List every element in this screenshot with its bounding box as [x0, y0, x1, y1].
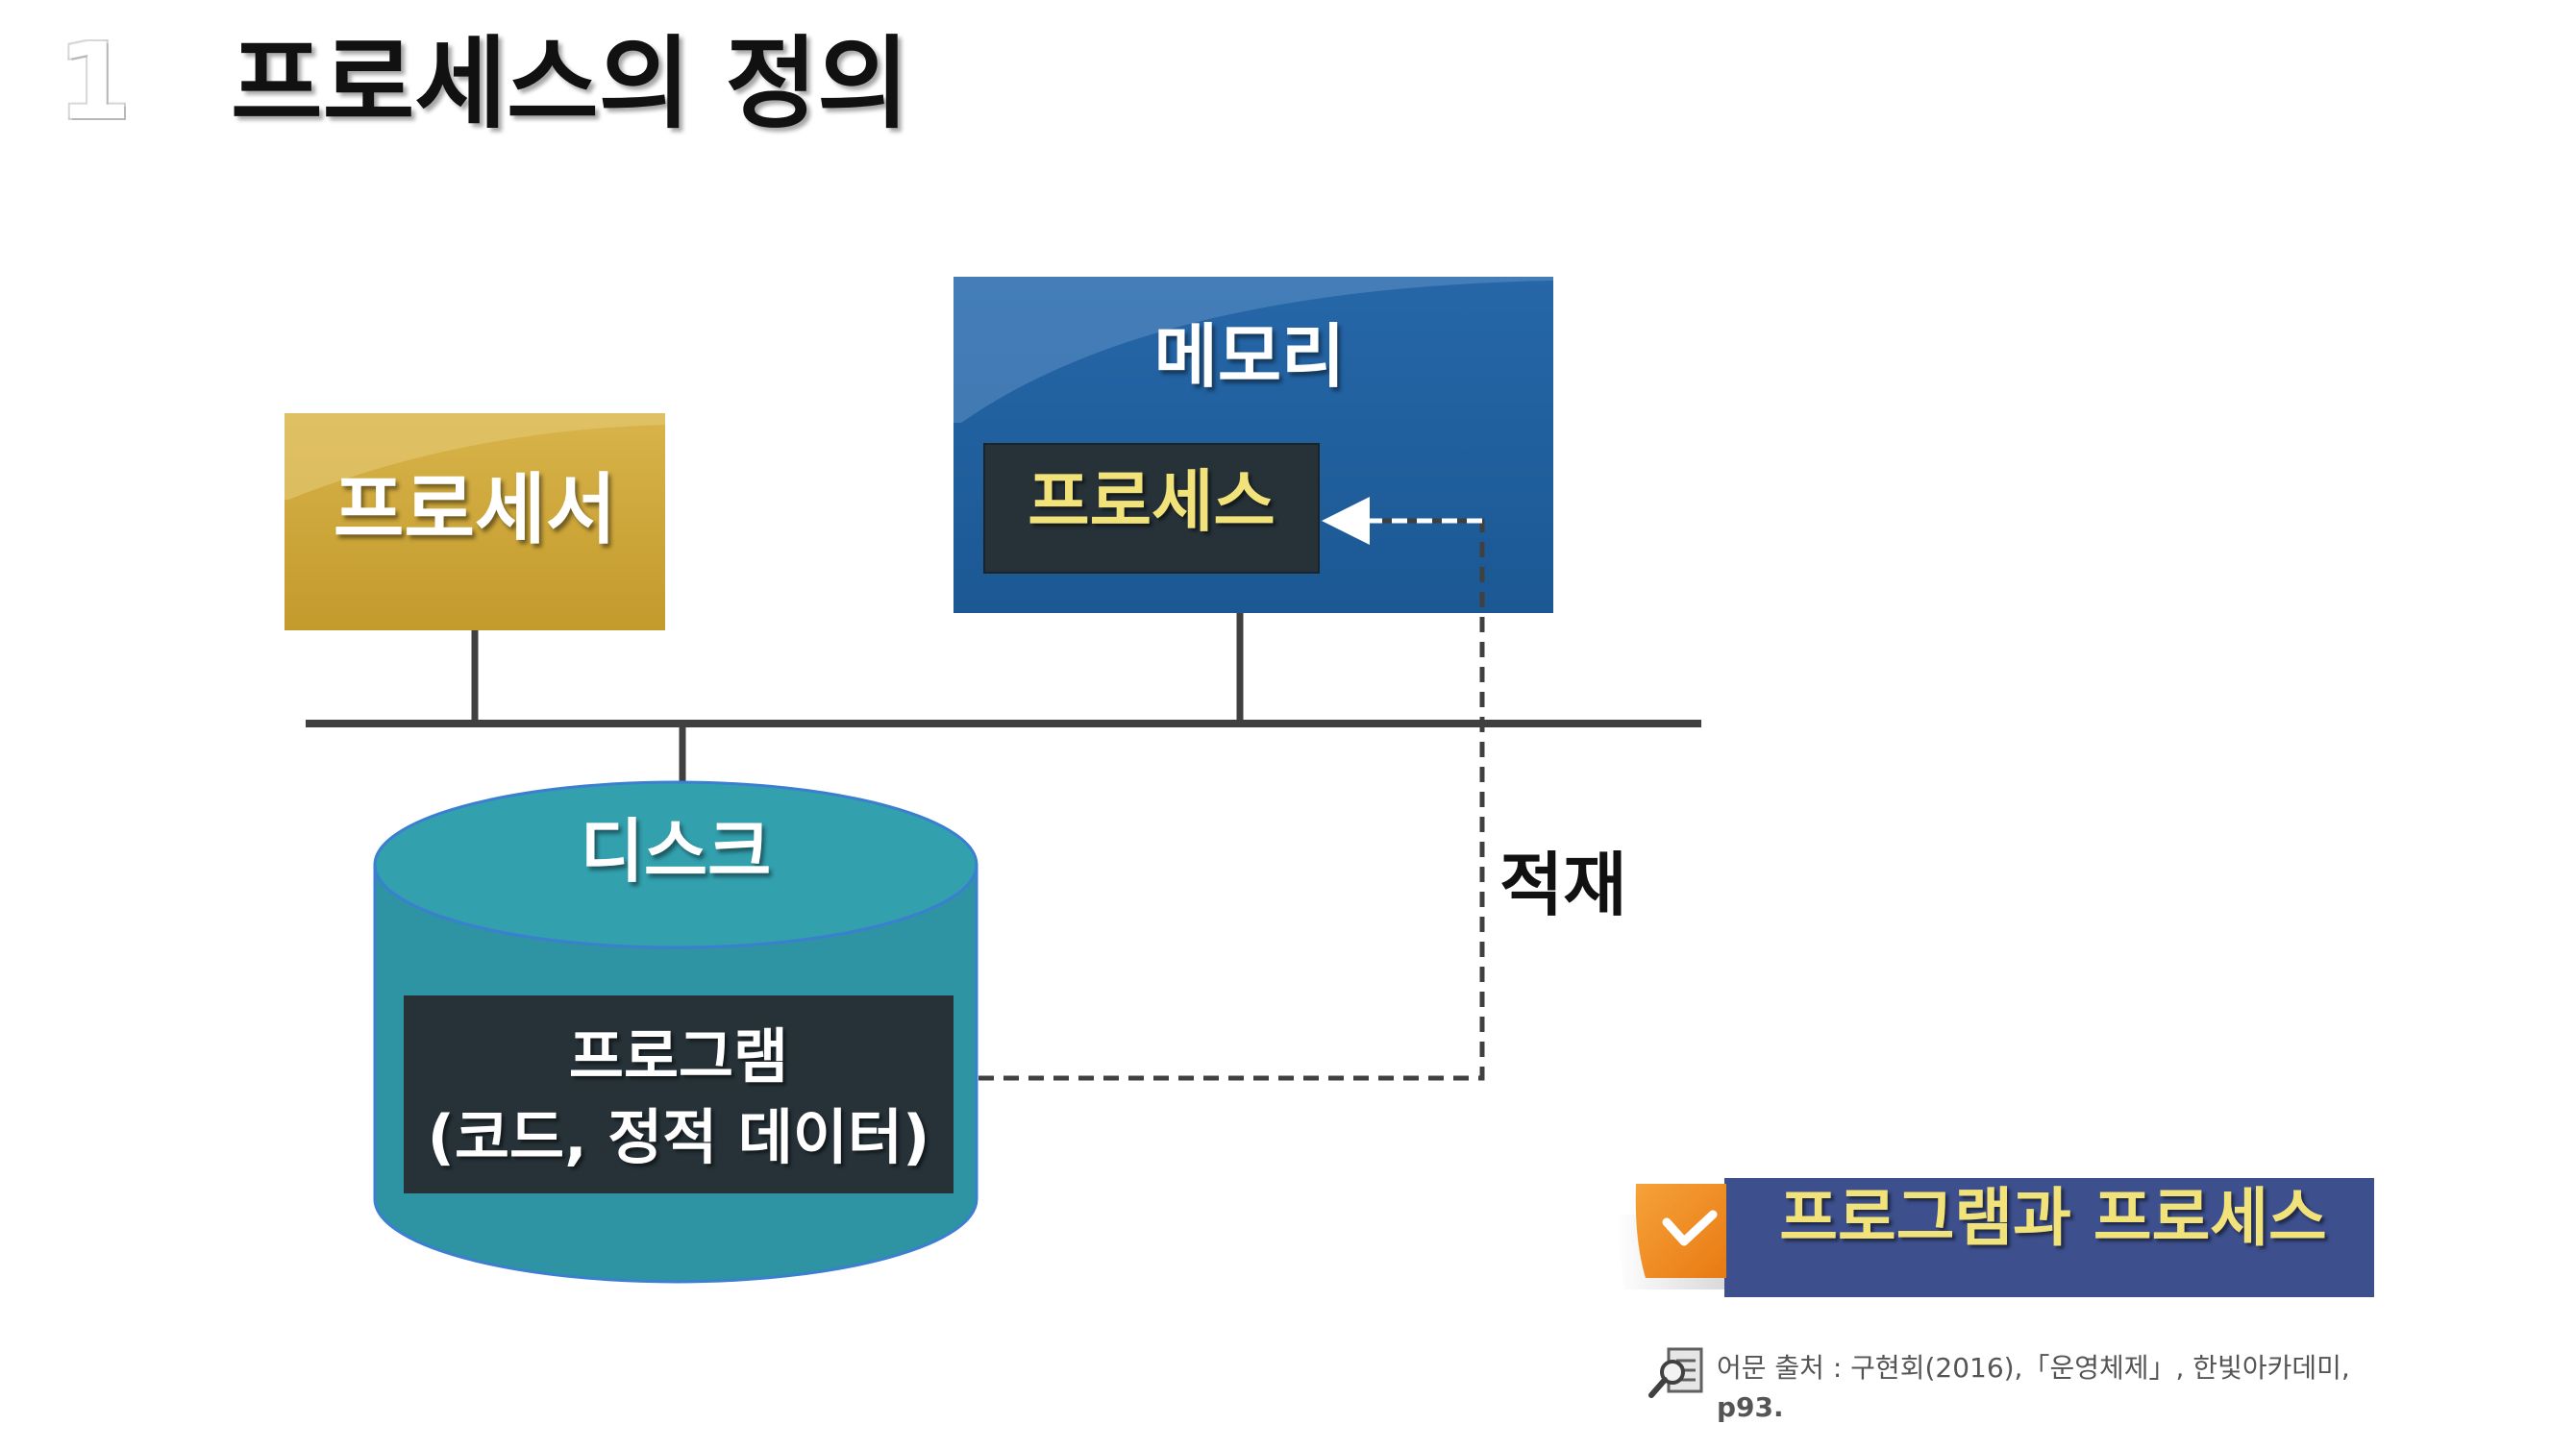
disk-label: 디스크 [580, 811, 772, 892]
load-label: 적재 [1499, 845, 1627, 925]
slide-number: 1 [58, 20, 132, 143]
processor-box [285, 413, 665, 630]
source-citation-pages: p93. [1717, 1390, 1784, 1423]
badge-text: 프로그램과 프로세스 [1779, 1181, 2327, 1255]
load-dashed-path [978, 518, 1485, 1081]
program-panel [404, 995, 954, 1193]
program-label: 프로그램 (코드, 정적 데이터) [406, 1017, 952, 1177]
checkmark-icon [1662, 1210, 1718, 1246]
program-label-line1: 프로그램 [568, 1021, 789, 1092]
program-label-line2: (코드, 정적 데이터) [427, 1101, 930, 1172]
source-citation-text: 어문 출처 : 구현회(2016),「운영체제」, 한빛아카데미, [1717, 1352, 2350, 1384]
source-citation: 어문 출처 : 구현회(2016),「운영체제」, 한빛아카데미, p93. [1717, 1349, 2409, 1427]
summary-badge [1615, 1178, 2374, 1297]
page-title: 프로세스의 정의 [231, 25, 909, 142]
process-panel [983, 443, 1320, 574]
memory-label: 메모리 [1153, 316, 1346, 397]
process-label: 프로세스 [1028, 462, 1276, 541]
magnifier-document-icon [1648, 1347, 1703, 1398]
processor-label: 프로세서 [333, 465, 617, 554]
